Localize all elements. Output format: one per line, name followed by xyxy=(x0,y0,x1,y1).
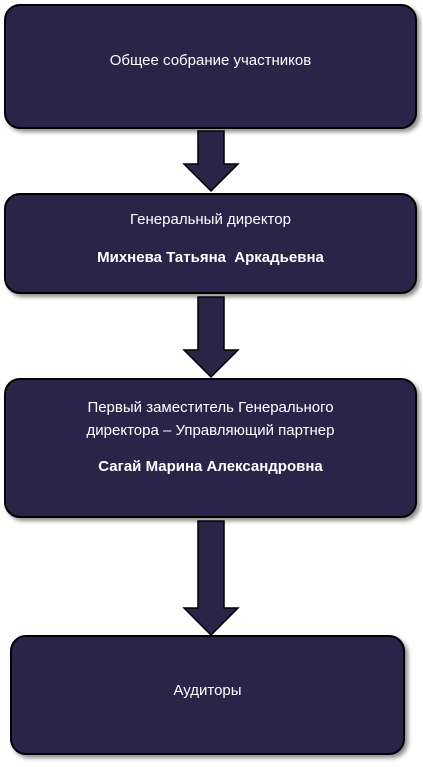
box-general-meeting: Общее собрание участников xyxy=(4,4,417,129)
box-auditors: Аудиторы xyxy=(10,635,405,755)
box-general-director: Генеральный директор Михнева Татьяна Арк… xyxy=(4,193,417,294)
arrow-down-icon xyxy=(182,296,240,379)
arrow-down-icon xyxy=(182,520,240,637)
box-title: Аудиторы xyxy=(173,682,242,699)
box-person-name: Сагай Марина Александровна xyxy=(98,458,323,475)
box-title: Первый заместитель Генерального директор… xyxy=(86,399,335,439)
box-person-name: Михнева Татьяна Аркадьевна xyxy=(97,249,324,266)
arrow-down-icon xyxy=(182,130,240,193)
box-title: Генеральный директор xyxy=(130,211,291,228)
box-title: Общее собрание участников xyxy=(109,52,312,69)
box-first-deputy: Первый заместитель Генерального директор… xyxy=(4,378,417,518)
